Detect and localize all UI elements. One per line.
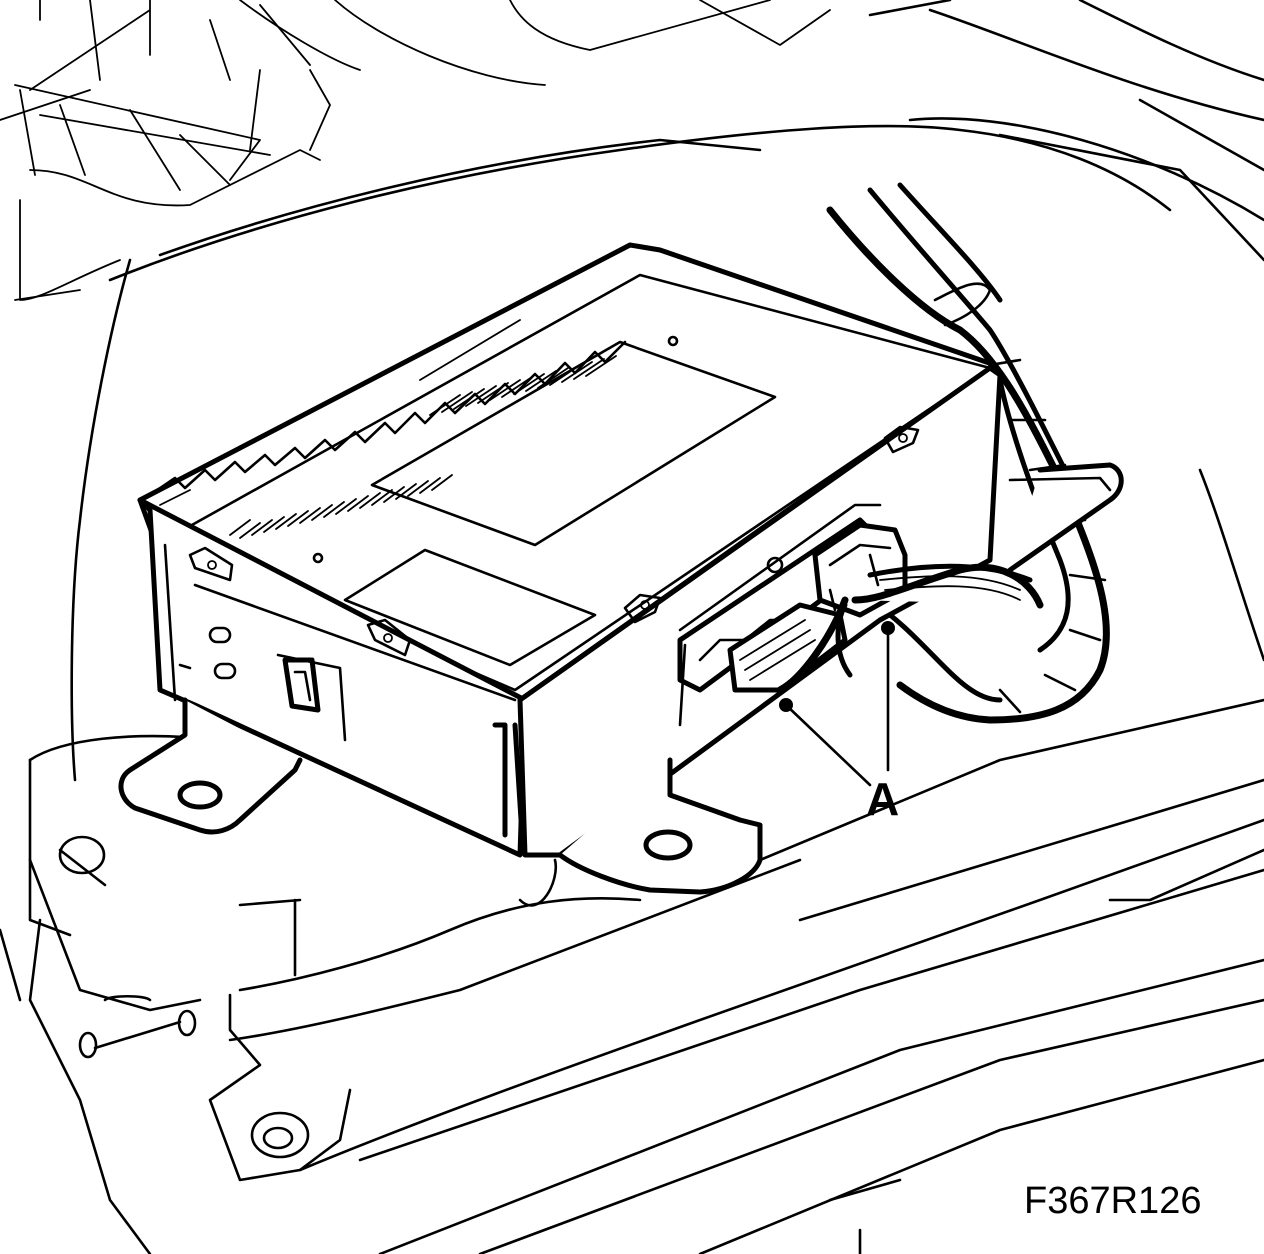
figure-id: F367R126: [1024, 1180, 1202, 1222]
mounting-bracket-left: [118, 697, 303, 835]
lower-frame: [0, 698, 1264, 1254]
rear-panel-structure: [0, 0, 831, 301]
mounting-tray: [1007, 462, 1124, 573]
floor-panel-outline: [28, 0, 1264, 937]
leader-line-lower: [784, 703, 872, 787]
callout-leaders: [779, 621, 895, 787]
callout-label-a: A: [866, 773, 900, 825]
amplifier-unit: [137, 242, 1044, 858]
